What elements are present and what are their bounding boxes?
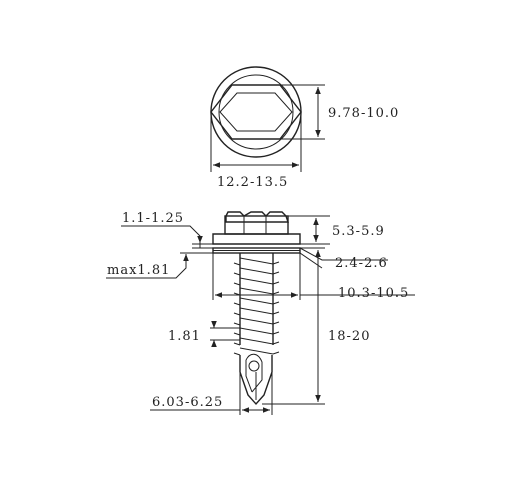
side-dimension-lines <box>106 215 415 415</box>
label-length: 18-20 <box>328 329 370 344</box>
label-flange-diameter: 12.2-13.5 <box>217 175 288 190</box>
label-head-flat-width: 9.78-10.0 <box>328 106 399 121</box>
label-head-height: 5.3-5.9 <box>332 224 385 239</box>
label-washer-gap: max1.81 <box>107 263 170 278</box>
side-view <box>212 211 301 406</box>
label-drill-point: 6.03-6.25 <box>152 395 223 410</box>
label-thread-diameter: 10.3-10.5 <box>338 286 409 301</box>
hex-inner-circle <box>218 74 294 150</box>
label-washer-height: 2.4-2.6 <box>335 256 388 271</box>
label-thread-pitch: 1.81 <box>168 329 201 344</box>
flange-side <box>212 233 301 245</box>
dimension-labels: 9.78-10.0 12.2-13.5 1.1-1.25 max1.81 5.3… <box>107 106 409 410</box>
hex-recess-outline <box>219 92 293 132</box>
label-washer-thickness: 1.1-1.25 <box>122 211 184 226</box>
top-view <box>210 66 325 172</box>
thread-lines <box>233 257 280 356</box>
flange-circle <box>210 66 302 158</box>
hex-head-side <box>225 211 289 223</box>
